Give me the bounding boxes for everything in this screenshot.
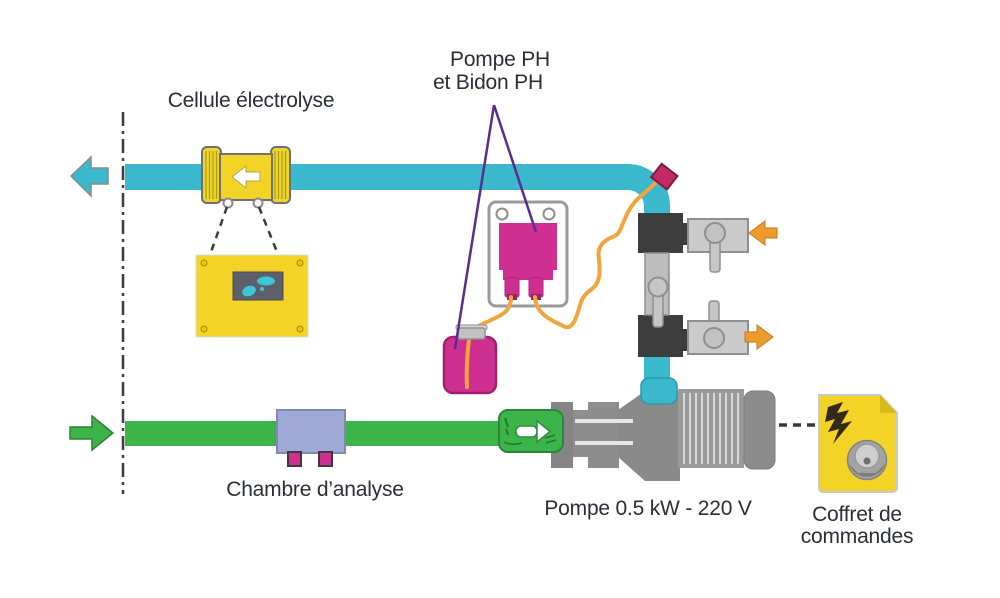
label-chambre-analyse: Chambre d’analyse [226,478,404,501]
cell-wire-dashed [209,206,229,253]
outlet-flow-arrow-icon [69,155,109,198]
control-box-display [232,271,284,301]
label-pompe-kw: Pompe 0.5 kW - 220 V [544,497,751,520]
ph-pump [487,200,569,308]
label-pompe-ph-line2: et Bidon PH [433,71,543,94]
valve-out-arrow-icon [744,324,774,350]
pump-motor-fins [678,389,744,468]
pointer-line-bidon [453,104,496,350]
upper-branch-valve [687,218,749,273]
dosing-tube-to-injector [533,177,662,330]
label-coffret-line1: Coffret de [812,503,902,526]
pump-end-cap [743,390,776,470]
label-cellule-electrolyse: Cellule électrolyse [168,89,335,112]
control-knob-icon [846,439,888,481]
analysis-chamber [276,409,346,467]
valve-manifold [638,213,749,357]
chamber-sensor [287,451,302,467]
electrolysis-cell [201,146,291,209]
label-coffret-line2: commandes [801,525,914,548]
inlet-flow-arrow-icon [69,414,115,452]
ph-injector-fitting [649,162,679,191]
electrolysis-control-box [195,254,309,338]
cell-flow-arrow-icon [231,164,261,190]
inlet-fitting-arrow-icon [515,425,538,438]
pointer-line-pump [492,104,538,233]
lower-branch-valve [687,300,749,355]
cell-wire-dashed [257,206,279,253]
pump-inlet-boot [640,377,678,405]
label-pompe-ph-line1: Pompe PH [450,48,550,71]
ph-bidon [442,324,498,395]
lightning-bolt-icon [825,402,852,444]
chamber-sensor [318,451,333,467]
inline-valve [647,276,669,328]
control-cabinet [818,394,898,493]
pump-inlet-fitting [498,409,564,453]
valve-in-arrow-icon [748,220,778,246]
